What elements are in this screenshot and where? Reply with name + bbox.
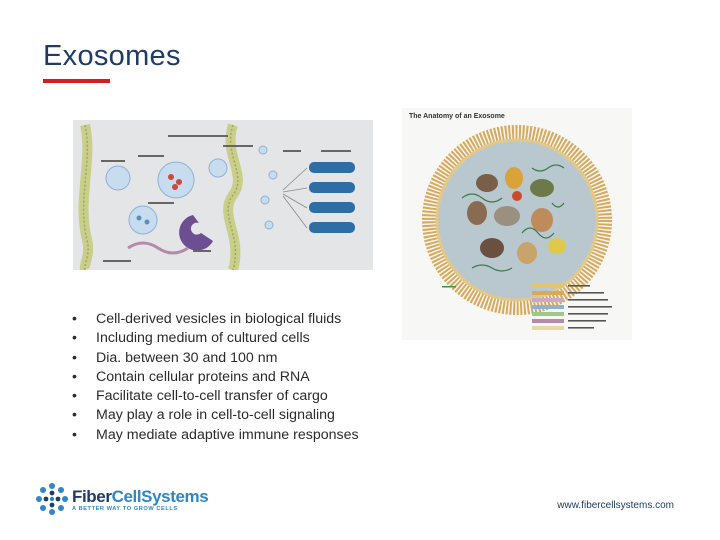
logo-wordmark: FiberCellSystems [72,487,209,507]
bullet-marker: • [72,349,77,366]
title-accent-bar [43,79,110,83]
biogenesis-diagram-graphic [73,120,373,270]
bullet-marker: • [72,407,77,424]
bullet-item: • May mediate adaptive immune responses [68,426,359,445]
bullet-item: • Including medium of cultured cells [68,329,359,348]
exosome-biogenesis-figure [73,120,373,270]
bullet-text: May mediate adaptive immune responses [96,426,359,443]
slide-title: Exosomes [43,40,181,72]
bullet-text: Facilitate cell-to-cell transfer of carg… [96,388,328,405]
bullet-marker: • [72,311,77,327]
bullet-item: • May play a role in cell-to-cell signali… [68,406,359,425]
bullet-marker: • [72,426,77,443]
logo-wordmark-part1: Fiber [72,487,112,506]
bullet-marker: • [72,330,77,347]
anatomy-figure-title: The Anatomy of an Exosome [409,113,505,120]
bullet-text: Dia. between 30 and 100 nm [96,349,278,366]
logo-mark-icon [36,483,68,515]
website-url: www.fibercellsystems.com [557,500,674,511]
bullet-marker: • [72,368,77,385]
bullet-item: • Contain cellular proteins and RNA [68,368,359,387]
bullet-text: Including medium of cultured cells [96,330,310,347]
exosome-anatomy-figure: The Anatomy of an Exosome [402,108,632,340]
bullet-item: • Cell-derived vesicles in biological flu… [68,310,359,329]
bullet-item: • Facilitate cell-to-cell transfer of car… [68,387,359,406]
bullet-item: • Dia. between 30 and 100 nm [68,349,359,368]
anatomy-diagram-graphic [422,125,612,330]
bullet-list: • Cell-derived vesicles in biological flu… [68,310,359,445]
company-logo: FiberCellSystems A BETTER WAY TO GROW CE… [35,480,209,520]
logo-tagline: A BETTER WAY TO GROW CELLS [72,506,178,512]
bullet-text: Contain cellular proteins and RNA [96,368,310,385]
bullet-text: Cell-derived vesicles in biological flui… [96,311,342,327]
bullet-marker: • [72,388,77,405]
bullet-text: May play a role in cell-to-cell signalin… [96,407,335,424]
logo-wordmark-part2: CellSystems [111,487,209,506]
